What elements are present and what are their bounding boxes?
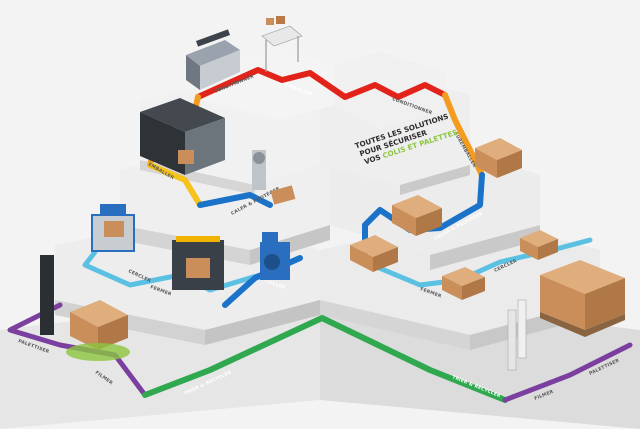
packing-table-illustration <box>261 16 303 72</box>
air-cushion-machine-illustration <box>252 150 296 205</box>
cardboard-box-small <box>520 230 558 260</box>
palletized-stack-illustration <box>540 260 625 337</box>
glue-machine-illustration <box>260 232 290 280</box>
cardboard-box-suremballer <box>475 138 522 178</box>
wrapping-machine-illustration <box>140 98 225 175</box>
case-sealer-illustration <box>172 236 224 290</box>
cardboard-box-cercler <box>442 267 485 300</box>
bagging-machine-illustration <box>186 29 240 90</box>
strapping-machine-illustration <box>91 204 135 252</box>
film-rolls-illustration <box>507 299 527 371</box>
cardboard-box-caler <box>392 195 442 236</box>
cardboard-box-fermer <box>350 235 398 272</box>
stretch-wrapper-illustration <box>40 255 130 361</box>
